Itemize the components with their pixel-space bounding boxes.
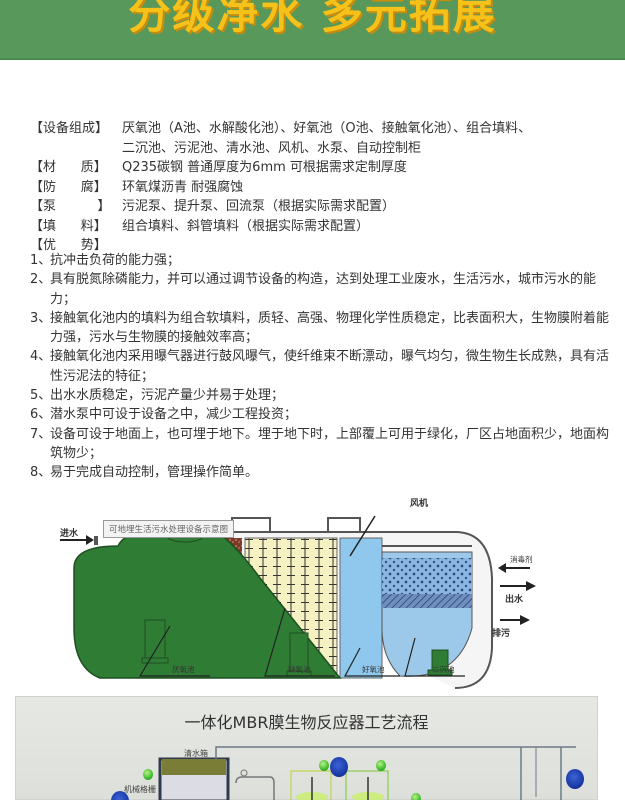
spec-row-composition: 【设备组成】 厌氧池（A池、水解酸化池）、好氧池（O池、接触氧化池）、组合填料、	[30, 119, 610, 139]
spec-row-filler: 【填 料】 组合填料、斜管填料（根据实际需求配置）	[30, 217, 610, 237]
label-anaerobic-tank: 厌氧池	[172, 665, 195, 674]
advantage-number: 6、	[30, 407, 52, 423]
spec-key: 【防 腐】	[30, 179, 107, 195]
advantage-number: 7、	[30, 426, 52, 442]
advantage-item: 8、易于完成自动控制，管理操作简单。	[30, 463, 610, 482]
label-blower: 风机	[410, 499, 429, 509]
control-button[interactable]	[330, 757, 348, 777]
label-sludge-discharge: 排污	[492, 629, 511, 639]
spec-key: 【优 势】	[30, 238, 107, 253]
label-mechanical-grille: 机械格栅	[124, 785, 156, 794]
spec-key: 【泵 】	[30, 199, 111, 214]
label-aerobic-tank: 好氧池	[362, 665, 385, 674]
status-led-icon	[376, 760, 386, 771]
advantage-text: 易于完成自动控制，管理操作简单。	[50, 465, 259, 481]
spec-value: 厌氧池（A池、水解酸化池）、好氧池（O池、接触氧化池）、组合填料、	[122, 121, 532, 136]
mbr-title: 一体化MBR膜生物反应器工艺流程	[184, 713, 429, 732]
status-led-icon	[143, 769, 153, 780]
advantage-item: 7、设备可设于地面上，也可埋于地下。埋于地下时，上部覆上可用于绿化，厂区占地面积…	[30, 425, 610, 464]
spec-value: 组合填料、斜管填料（根据实际需求配置）	[122, 218, 370, 234]
advantage-text: 接触氧化池内的填料为组合软填料，质轻、高强、物理化学性质稳定，比表面积大，生物膜…	[50, 310, 610, 346]
spec-value: 污泥泵、提升泵、回流泵（根据实际需求配置）	[122, 199, 396, 214]
advantage-item: 2、具有脱氮除磷能力，并可以通过调节设备的构造，达到处理工业废水，生活污水，城市…	[30, 270, 610, 309]
mbr-process-panel: 一体化MBR膜生物反应器工艺流程 清水箱 机械格栅	[15, 696, 598, 800]
spec-row-advantages-heading: 【优 势】	[30, 236, 610, 256]
label-clear-water-tank: 清水箱	[184, 749, 208, 758]
control-button[interactable]	[566, 769, 584, 789]
banner-title: 分级净水 多元拓展	[128, 0, 497, 38]
advantage-list: 1、抗冲击负荷的能力强； 2、具有脱氮除磷能力，并可以通过调节设备的构造，达到处…	[30, 251, 610, 483]
status-led-icon	[411, 793, 421, 800]
status-led-icon	[319, 760, 329, 771]
advantage-item: 3、接触氧化池内的填料为组合软填料，质轻、高强、物理化学性质稳定，比表面积大，生…	[30, 309, 610, 348]
advantage-number: 4、	[30, 349, 52, 365]
advantage-number: 5、	[30, 388, 52, 404]
advantage-text: 具有脱氮除磷能力，并可以通过调节设备的构造，达到处理工业废水，生活污水，城市污水…	[50, 272, 597, 307]
schematic-drawing	[60, 515, 536, 689]
spec-key: 【设备组成】	[30, 121, 109, 136]
advantage-number: 1、	[30, 253, 52, 268]
spec-key: 【材 质】	[30, 160, 107, 175]
schematic-caption: 可地埋生活污水处理设备示意图	[103, 520, 235, 538]
spec-row-composition-cont: 二沉池、污泥池、清水池、风机、水泵、自动控制柜	[30, 139, 610, 159]
advantage-number: 2、	[30, 272, 52, 288]
advantage-number: 3、	[30, 310, 52, 326]
mbr-flow-drawing	[158, 746, 576, 800]
spec-row-material: 【材 质】 Q235碳钢 普通厚度为6mm 可根据需求定制厚度	[30, 158, 610, 178]
advantage-text: 出水水质稳定，污泥产量少并易于处理；	[50, 388, 285, 404]
advantage-text: 抗冲击负荷的能力强；	[50, 253, 181, 268]
advantage-item: 5、出水水质稳定，污泥产量少并易于处理；	[30, 386, 610, 405]
advantage-item: 6、潜水泵中可设于设备之中，减少工程投资；	[30, 405, 610, 424]
label-secondary-clarifier: 二沉池	[432, 665, 455, 674]
label-outlet: 出水	[505, 595, 524, 605]
label-disinfectant: 消毒剂	[510, 555, 533, 564]
spec-list: 【设备组成】 厌氧池（A池、水解酸化池）、好氧池（O池、接触氧化池）、组合填料、…	[30, 119, 610, 256]
spec-value: 环氧煤沥青 耐强腐蚀	[122, 179, 244, 195]
spec-value: Q235碳钢 普通厚度为6mm 可根据需求定制厚度	[122, 160, 407, 175]
control-button[interactable]	[111, 791, 129, 800]
advantage-text: 接触氧化池内采用曝气器进行鼓风曝气，使纤维束不断漂动，曝气均匀，微生物生长成熟，…	[50, 349, 610, 384]
advantage-item: 1、抗冲击负荷的能力强；	[30, 251, 610, 270]
spec-key: 【填 料】	[30, 218, 107, 234]
equipment-schematic: 可地埋生活污水处理设备示意图 进水 风机 消毒剂 出水 排污 厌氧池 缺氧池 好…	[60, 499, 540, 693]
advantage-text: 潜水泵中可设于设备之中，减少工程投资；	[50, 407, 298, 423]
advantage-text: 设备可设于地面上，也可埋于地下。埋于地下时，上部覆上可用于绿化，厂区占地面积少，…	[50, 426, 610, 461]
label-anoxic-tank: 缺氧池	[288, 665, 311, 674]
spec-row-pump: 【泵 】 污泥泵、提升泵、回流泵（根据实际需求配置）	[30, 197, 610, 217]
advantage-number: 8、	[30, 465, 52, 481]
spec-row-anticorrosion: 【防 腐】 环氧煤沥青 耐强腐蚀	[30, 178, 610, 198]
header-banner: 分级净水 多元拓展	[0, 0, 625, 60]
label-inlet: 进水	[60, 529, 79, 539]
spec-value-cont: 二沉池、污泥池、清水池、风机、水泵、自动控制柜	[122, 140, 422, 156]
advantage-item: 4、接触氧化池内采用曝气器进行鼓风曝气，使纤维束不断漂动，曝气均匀，微生物生长成…	[30, 347, 610, 386]
